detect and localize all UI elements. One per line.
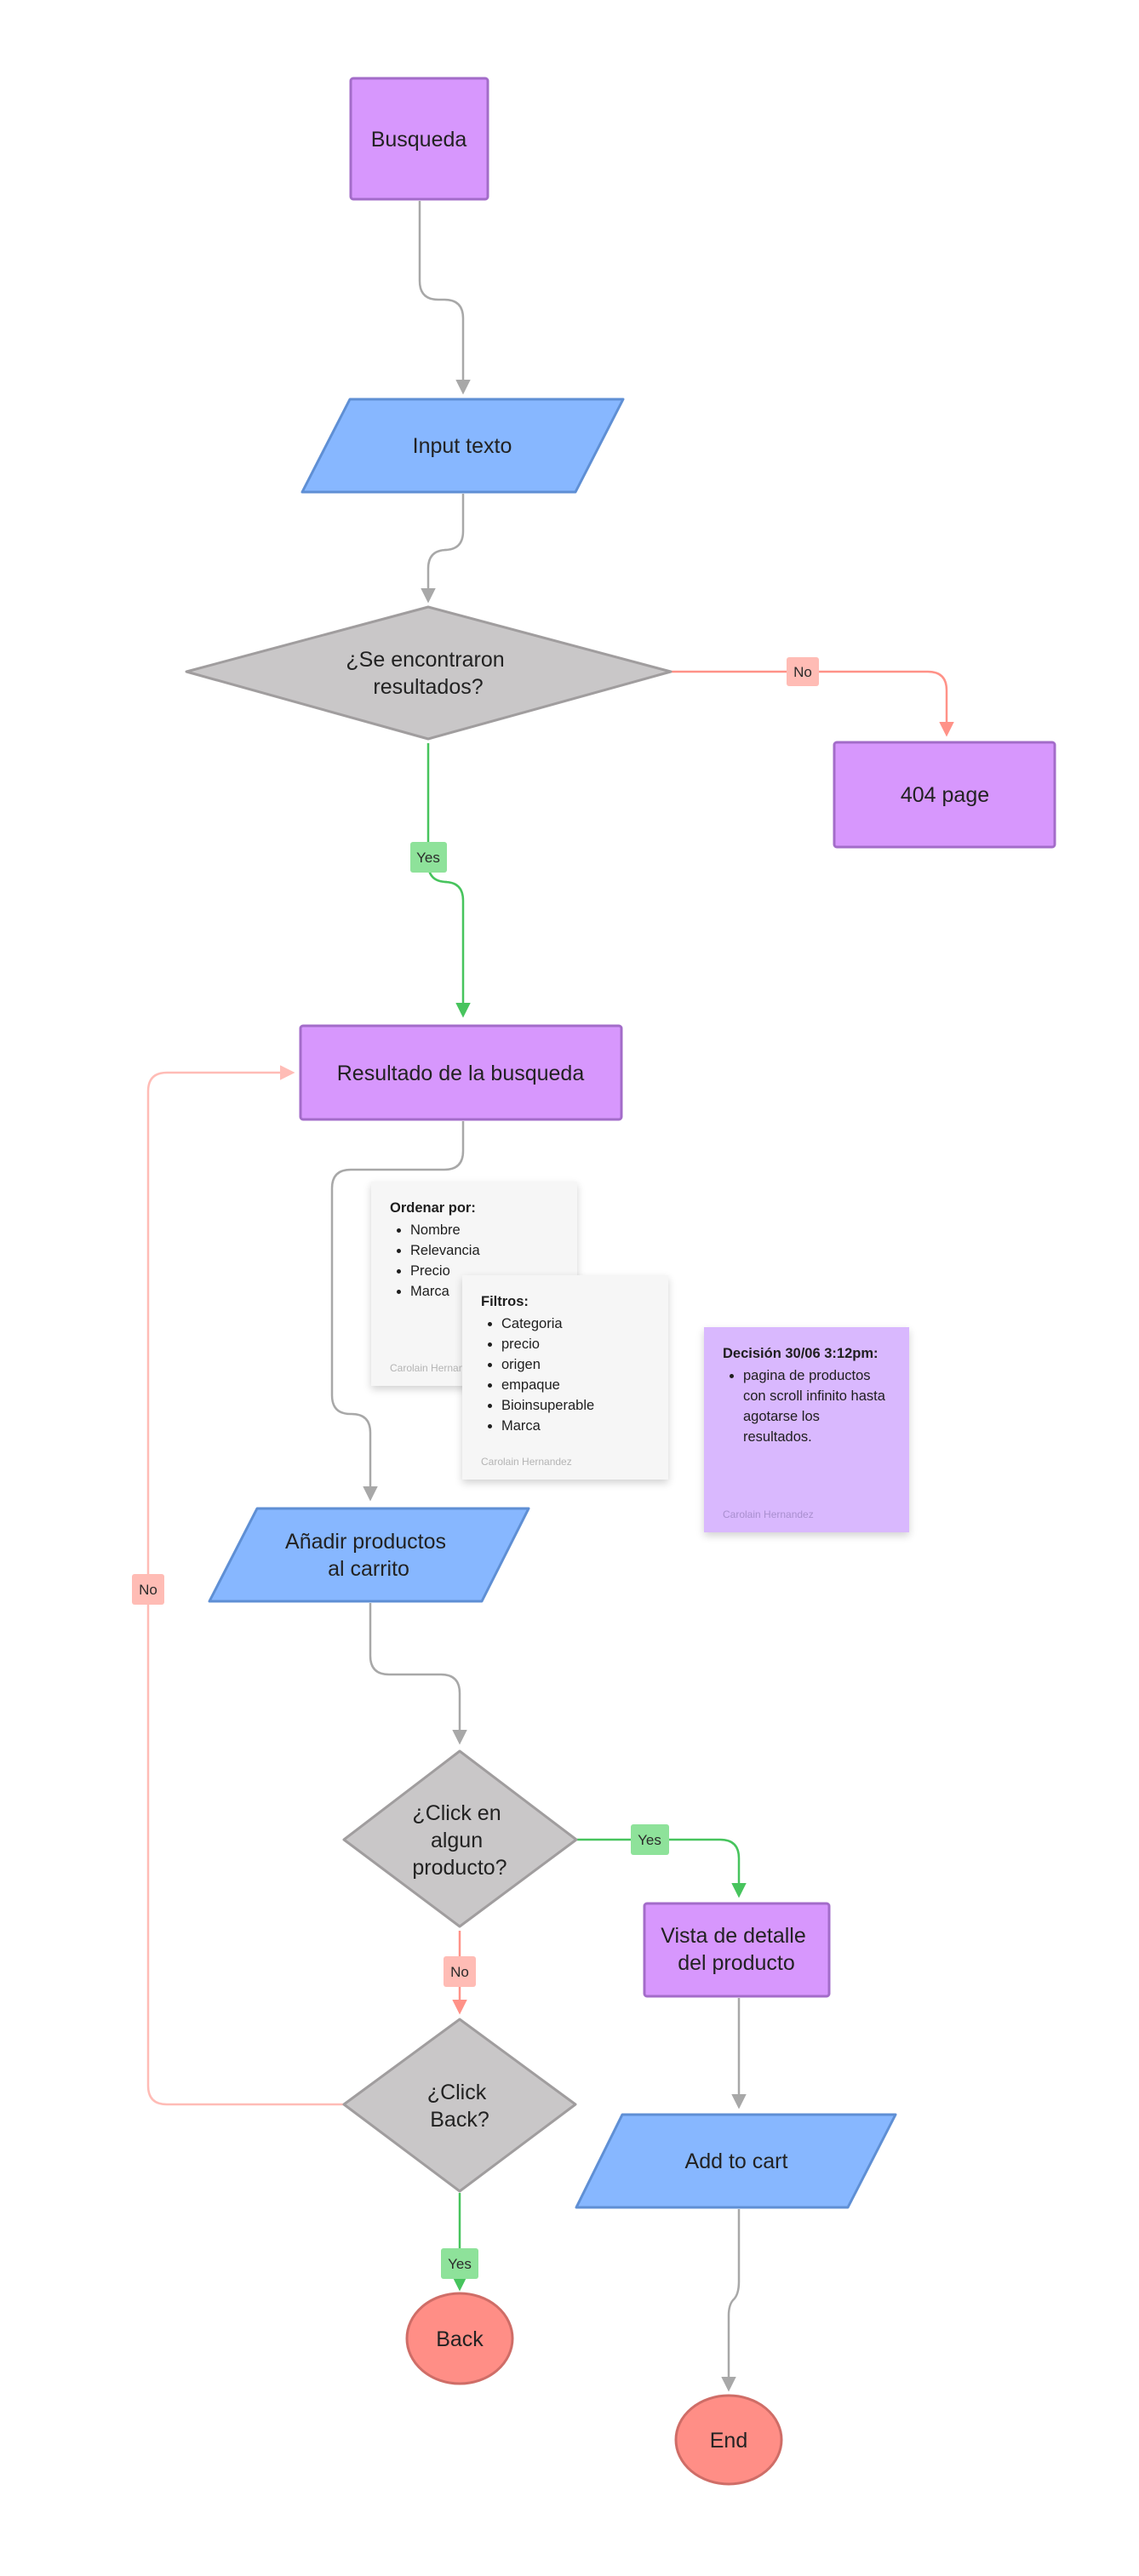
edge-label-no: No xyxy=(793,664,812,680)
node-end-label: End xyxy=(710,2429,747,2453)
edge-input-texto-se-encontraron xyxy=(421,494,465,604)
node-click-producto[interactable]: ¿Click en algun producto? xyxy=(342,1749,578,1928)
node-se-encontraron[interactable]: ¿Se encontraron resultados? xyxy=(185,605,673,741)
node-click-producto-label-line: algun xyxy=(431,1829,483,1852)
node-anadir-productos-label-line: Añadir productos xyxy=(285,1530,446,1554)
node-resultado-busqueda[interactable]: Resultado de la busqueda xyxy=(299,1024,623,1121)
sticky-note-list: pagina de productos con scroll infinito … xyxy=(723,1365,890,1447)
list-item: Bioinsuperable xyxy=(501,1395,650,1416)
node-busqueda[interactable]: Busqueda xyxy=(349,77,489,201)
list-item: empaque xyxy=(501,1375,650,1395)
sticky-note-author: Carolain Hernandez xyxy=(390,1362,481,1374)
node-se-encontraron-label-line: resultados? xyxy=(373,675,483,699)
node-click-producto-label: ¿Click en algun producto? xyxy=(412,1801,507,1880)
node-se-encontraron-label: ¿Se encontraron resultados? xyxy=(346,648,510,699)
edge-resultado-anadir xyxy=(330,1121,465,1502)
node-anadir-productos[interactable]: Añadir productos al carrito xyxy=(208,1507,530,1603)
node-back[interactable]: Back xyxy=(405,2292,514,2385)
sticky-note-list: Categoria precio origen empaque Bioinsup… xyxy=(481,1314,650,1436)
node-resultado-busqueda-label: Resultado de la busqueda xyxy=(337,1062,585,1085)
edge-label-no: No xyxy=(450,1964,469,1980)
node-input-texto[interactable]: Input texto xyxy=(300,398,625,494)
node-click-back-label-line: ¿Click xyxy=(427,2081,487,2104)
sticky-note-author: Carolain Hernandez xyxy=(723,1508,814,1520)
list-item: origen xyxy=(501,1354,650,1375)
edge-click-producto-vista xyxy=(577,1838,747,1898)
node-click-back-label-line: Back? xyxy=(430,2108,489,2132)
node-se-encontraron-label-line: ¿Se encontraron xyxy=(346,648,504,672)
edge-add-to-cart-end xyxy=(721,2209,741,2392)
node-click-back-label: ¿Click Back? xyxy=(427,2081,492,2132)
node-anadir-productos-label: Añadir productos al carrito xyxy=(285,1530,452,1581)
sticky-note-title: Filtros: xyxy=(481,1294,529,1309)
node-end[interactable]: End xyxy=(674,2394,783,2486)
sticky-note-decision[interactable]: Decisión 30/06 3:12pm: pagina de product… xyxy=(704,1327,909,1532)
node-back-label: Back xyxy=(436,2327,484,2351)
node-404-page[interactable]: 404 page xyxy=(833,741,1056,849)
edge-label-yes: Yes xyxy=(638,1832,661,1848)
edge-label-yes: Yes xyxy=(416,850,440,866)
node-vista-detalle[interactable]: Vista de detalle del producto xyxy=(643,1902,831,1998)
edge-label-yes-badge: Yes xyxy=(441,2248,478,2279)
node-vista-detalle-label-line: Vista de detalle xyxy=(661,1924,806,1948)
list-item: Marca xyxy=(501,1416,650,1436)
edge-label-no-badge: No xyxy=(787,657,819,686)
node-anadir-productos-label-line: al carrito xyxy=(328,1557,409,1581)
list-item: pagina de productos con scroll infinito … xyxy=(743,1365,890,1447)
node-click-back[interactable]: ¿Click Back? xyxy=(342,2018,577,2193)
edge-anadir-click-producto xyxy=(369,1603,467,1745)
node-busqueda-label: Busqueda xyxy=(371,128,467,152)
edge-se-encontraron-resultado xyxy=(426,743,471,1018)
list-item: precio xyxy=(501,1334,650,1354)
node-input-texto-label: Input texto xyxy=(413,434,512,458)
node-click-producto-label-line: ¿Click en xyxy=(412,1801,501,1825)
sticky-note-filtros[interactable]: Filtros: Categoria precio origen empaque… xyxy=(462,1275,668,1480)
node-add-to-cart[interactable]: Add to cart xyxy=(575,2113,897,2209)
list-item: Precio xyxy=(410,1261,558,1281)
edge-label-no-badge: No xyxy=(132,1574,164,1605)
edge-label-no-badge: No xyxy=(444,1956,476,1987)
list-item: Marca xyxy=(410,1281,558,1302)
edge-se-encontraron-404 xyxy=(671,670,954,737)
sticky-note-list: Nombre Relevancia Precio Marca xyxy=(390,1220,558,1302)
edge-label-yes: Yes xyxy=(448,2256,472,2272)
node-404-page-label: 404 page xyxy=(901,783,989,807)
list-item: Categoria xyxy=(501,1314,650,1334)
sticky-note-author: Carolain Hernandez xyxy=(481,1456,572,1468)
edge-label-no: No xyxy=(139,1582,157,1598)
edge-label-yes-badge: Yes xyxy=(410,842,447,873)
list-item: Nombre xyxy=(410,1220,558,1240)
sticky-note-title: Decisión 30/06 3:12pm: xyxy=(723,1346,879,1361)
edge-busqueda-input-texto xyxy=(418,201,471,395)
node-vista-detalle-label-line: del producto xyxy=(678,1951,795,1975)
node-add-to-cart-label: Add to cart xyxy=(685,2150,788,2173)
node-vista-detalle-label: Vista de detalle del producto xyxy=(661,1924,811,1975)
edge-label-yes-badge: Yes xyxy=(631,1824,669,1855)
node-click-producto-label-line: producto? xyxy=(412,1856,507,1880)
sticky-note-title: Ordenar por: xyxy=(390,1200,476,1216)
list-item: Relevancia xyxy=(410,1240,558,1261)
